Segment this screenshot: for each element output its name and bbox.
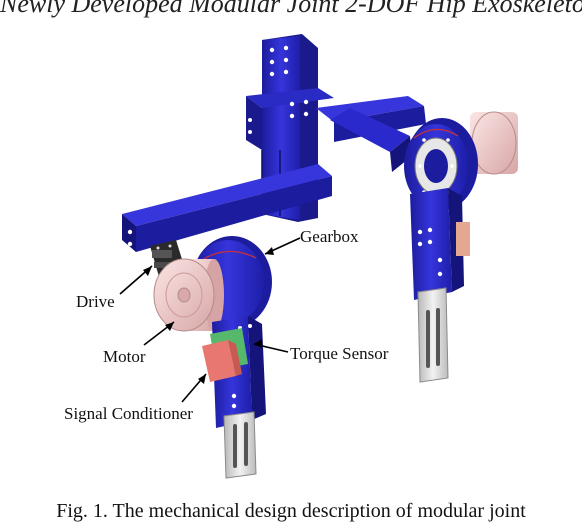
figure-header-title: Newly Developed Modular Joint 2-DOF Hip … xyxy=(0,0,582,18)
right-leg xyxy=(410,188,470,383)
motor-label: Motor xyxy=(103,347,146,366)
figure-caption: Fig. 1. The mechanical design descriptio… xyxy=(56,500,526,522)
right-joint-assembly xyxy=(404,111,518,210)
frame-bar-right xyxy=(316,96,426,172)
gearbox-label: Gearbox xyxy=(300,227,359,246)
signal-conditioner-label: Signal Conditioner xyxy=(64,404,193,423)
signal-conditioner xyxy=(202,340,242,382)
exoskeleton-illustration xyxy=(119,34,518,479)
leader-arrowheads xyxy=(143,247,274,384)
frame-bar-left xyxy=(122,164,332,252)
left-joint-assembly xyxy=(153,236,272,332)
drive-label: Drive xyxy=(76,292,115,311)
torque-sensor-label: Torque Sensor xyxy=(290,344,389,363)
